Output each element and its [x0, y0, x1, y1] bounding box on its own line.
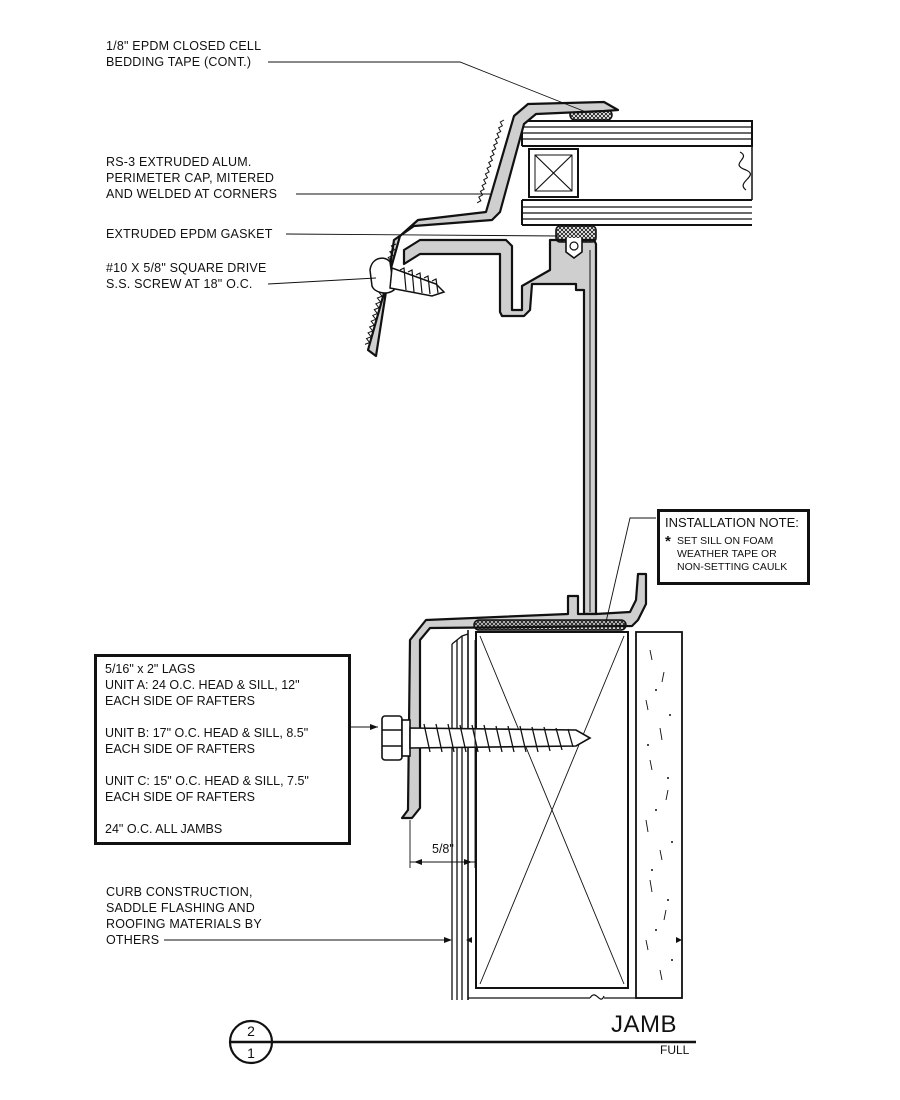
- lag-note-line: UNIT B: 17" O.C. HEAD & SILL, 8.5": [105, 726, 309, 740]
- leader-lines: [164, 61, 656, 941]
- lag-note-line: 5/16" x 2" LAGS: [105, 662, 196, 676]
- installation-note-title: INSTALLATION NOTE:: [665, 515, 799, 530]
- bedding-tape-label: 1/8" EPDM CLOSED CELL BEDDING TAPE (CONT…: [106, 39, 262, 69]
- epdm-gasket: [555, 225, 597, 259]
- installation-note-line: NON-SETTING CAULK: [677, 561, 788, 573]
- detail-number: 2: [247, 1023, 255, 1039]
- lag-note-line: [105, 757, 348, 773]
- gasket-label: EXTRUDED EPDM GASKET: [106, 227, 273, 241]
- lag-note-line: EACH SIDE OF RAFTERS: [105, 694, 256, 708]
- installation-note-line: SET SILL ON FOAM: [677, 535, 774, 547]
- sill-flange: [400, 572, 648, 820]
- detail-scale: FULL: [660, 1043, 690, 1057]
- square-drive-screw: [369, 257, 446, 297]
- lag-screw: [381, 715, 592, 761]
- lag-spacing-note: 5/16" x 2" LAGS UNIT A: 24 O.C. HEAD & S…: [94, 654, 351, 845]
- perimeter-cap: [364, 100, 620, 358]
- title-block: [228, 1019, 696, 1065]
- installation-note-line: WEATHER TAPE OR: [677, 548, 777, 560]
- screw-label: #10 X 5/8" SQUARE DRIVE S.S. SCREW AT 18…: [106, 261, 267, 291]
- foam-weather-tape: [473, 619, 627, 631]
- curb-label: CURB CONSTRUCTION, SADDLE FLASHING AND R…: [106, 885, 262, 947]
- lag-note-line: UNIT A: 24 O.C. HEAD & SILL, 12": [105, 678, 300, 692]
- installation-note: INSTALLATION NOTE: * SET SILL ON FOAM WE…: [657, 509, 810, 585]
- lag-note-line: [105, 805, 348, 821]
- detail-title: JAMB: [611, 1011, 678, 1038]
- lag-note-line: UNIT C: 15" O.C. HEAD & SILL, 7.5": [105, 774, 309, 788]
- glazing-panel: [521, 120, 753, 226]
- asterisk-marker: *: [665, 533, 671, 550]
- lag-note-line: EACH SIDE OF RAFTERS: [105, 790, 256, 804]
- lag-note-line: [105, 709, 348, 725]
- lag-note-line: EACH SIDE OF RAFTERS: [105, 742, 256, 756]
- leader-arrowheads: [370, 724, 682, 943]
- lag-note-line: 24" O.C. ALL JAMBS: [105, 822, 223, 836]
- dimension-label: 5/8": [432, 842, 454, 856]
- curb-construction: [451, 630, 683, 1000]
- perimeter-cap-label: RS-3 EXTRUDED ALUM. PERIMETER CAP, MITER…: [106, 155, 278, 201]
- sheet-number: 1: [247, 1045, 255, 1061]
